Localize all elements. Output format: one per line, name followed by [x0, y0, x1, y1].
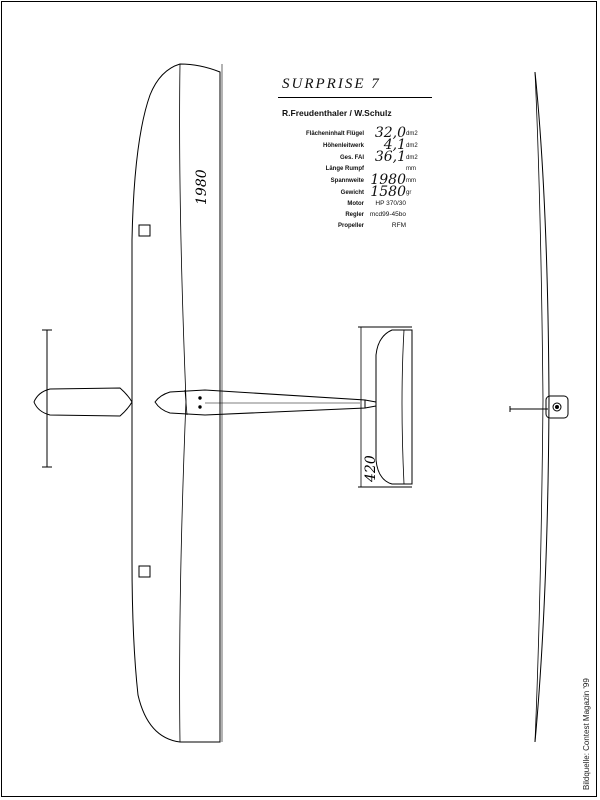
- spec-label: Propeller: [337, 223, 364, 229]
- spec-label: Motor: [347, 201, 364, 207]
- spec-value: 1980: [370, 172, 406, 188]
- spec-row: Länge Rumpf mm: [258, 163, 434, 174]
- front-fuselage-view: [33, 329, 133, 468]
- stabilizer-dimension-label: 420: [363, 455, 379, 483]
- spec-value: RFM: [391, 222, 406, 229]
- spec-label: Regler: [345, 212, 364, 218]
- spec-value: 36,1: [374, 149, 406, 165]
- span-dimension-label: 1980: [194, 169, 210, 205]
- spec-label: Flächeninhalt Flügel: [305, 131, 364, 137]
- spec-label: Ges. FAI: [339, 155, 364, 161]
- spec-value: 1580: [370, 184, 406, 200]
- spec-unit: [406, 209, 434, 220]
- title-underline: [278, 97, 432, 98]
- spec-row: Motor HP 370/30: [258, 198, 434, 209]
- spec-label: Spannweite: [330, 178, 364, 184]
- spec-label: Gewicht: [340, 190, 364, 196]
- spec-unit: dm2: [406, 131, 418, 137]
- spec-unit: dm2: [406, 143, 418, 149]
- spec-unit: mm: [406, 166, 416, 172]
- spec-row: Propeller RFM: [258, 220, 434, 231]
- authors: R.Freudenthaler / W.Schulz: [282, 108, 392, 118]
- stabilizer-dimension: [358, 326, 412, 488]
- image-credit: Bildquelle: Contest Magazin '99: [582, 678, 591, 790]
- spec-unit: mm: [406, 178, 416, 184]
- fuselage-top-view: [154, 329, 413, 485]
- front-view: [509, 71, 569, 743]
- spec-label: Länge Rumpf: [325, 166, 364, 172]
- spec-row: Regler mcd99-45bo: [258, 209, 434, 220]
- spec-unit: gr: [406, 190, 412, 196]
- spec-value: 32,0: [374, 125, 406, 141]
- spec-value: mcd99-45bo: [369, 211, 406, 218]
- spec-label: Höhenleitwerk: [322, 143, 364, 149]
- model-title: SURPRISE 7: [282, 76, 381, 92]
- spec-unit: [406, 220, 434, 231]
- spec-unit: dm2: [406, 155, 418, 161]
- spec-unit: [406, 198, 434, 209]
- spec-value: 4,1: [383, 137, 406, 153]
- spec-value: HP 370/30: [375, 200, 406, 207]
